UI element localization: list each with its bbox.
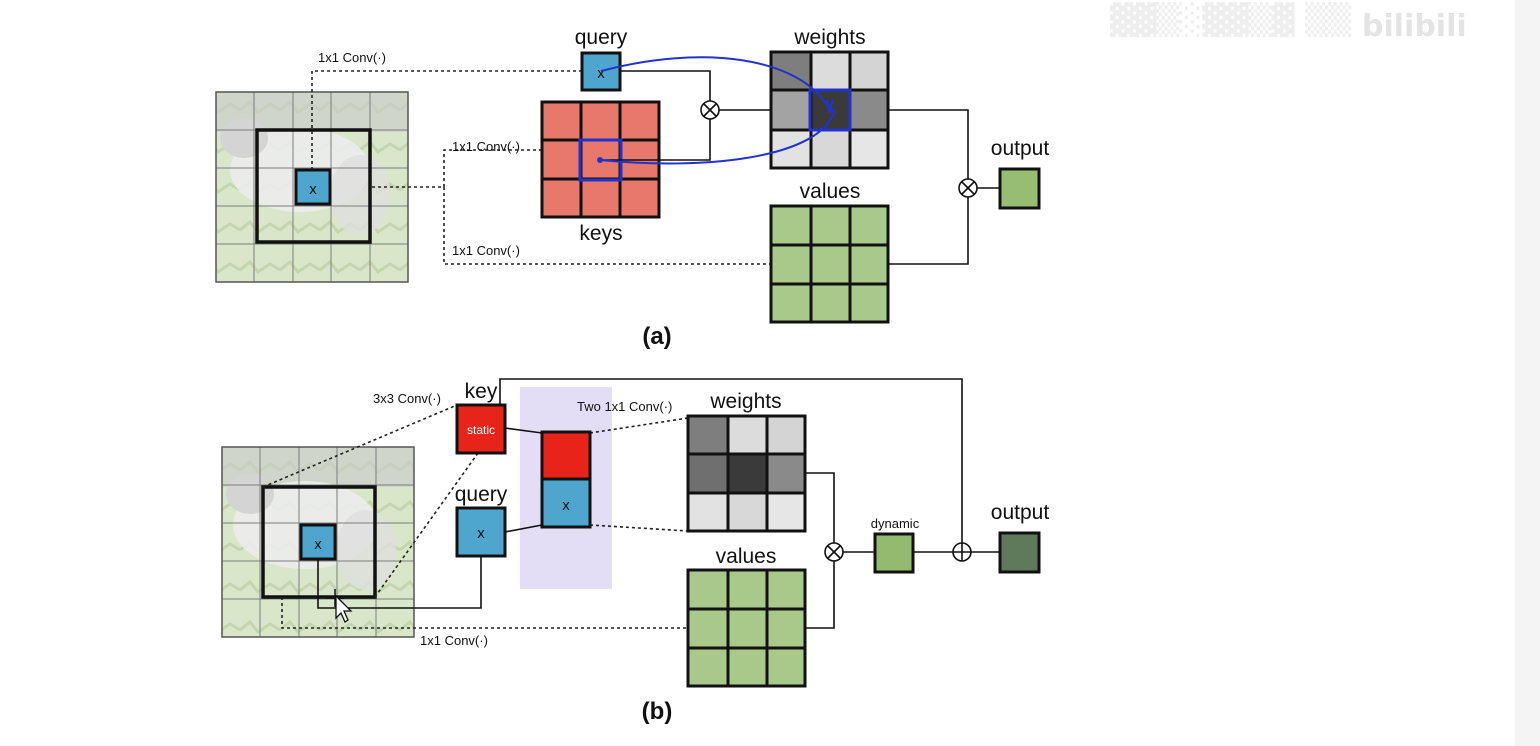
dashed-connectors-a: [311, 70, 771, 265]
key-label-b: key: [465, 380, 498, 403]
stack-links: [317, 378, 963, 609]
multiply-op-a: [600, 70, 771, 161]
attention-arcs: [599, 56, 836, 165]
diagram-a: x 1x1 Conv(·) 1x1 Conv(·) 1x1 Conv(·) qu…: [215, 26, 1050, 350]
center-pixel-a-symbol: x: [309, 181, 317, 198]
dashed-connectors-b: [262, 404, 689, 629]
output-box-b: [998, 531, 1041, 574]
conv-values-label-b: 1x1 Conv(·): [420, 633, 488, 648]
dynamic-label: dynamic: [871, 516, 920, 531]
values-grid-b: [686, 568, 807, 688]
weights-label-a: weights: [793, 26, 865, 49]
values-grid-a: [769, 204, 890, 324]
query-box-a-symbol: x: [597, 65, 605, 82]
scrollbar-track[interactable]: [1515, 0, 1540, 746]
multiply-op-a-output: [958, 178, 978, 198]
watermark-noise: ▓▓▒░▓▓▒▓ ▒▒: [1110, 1, 1351, 38]
conv-query-label-a: 1x1 Conv(·): [318, 50, 386, 65]
output-label-b: output: [991, 501, 1050, 524]
multiply-op-b: [824, 542, 844, 562]
static-key-box: [455, 403, 507, 455]
diagram-b: x 3x3 Conv(·) Two 1x1 Conv(·) 1x1 Conv(·…: [221, 378, 1050, 725]
add-op-b: [952, 542, 972, 562]
stack-query-box: [540, 477, 592, 529]
query-label-b: query: [455, 483, 508, 506]
static-label: static: [467, 423, 495, 437]
query-box-a: [580, 51, 622, 92]
mouse-cursor-icon: [326, 589, 353, 623]
weights-label-b: weights: [709, 390, 781, 413]
dynamic-box: [873, 532, 915, 574]
values-label-a: values: [800, 180, 861, 203]
stack-query-symbol: x: [562, 497, 570, 514]
conv-two-label-b: Two 1x1 Conv(·): [577, 399, 672, 414]
output-path-a: [888, 109, 1000, 265]
output-label-a: output: [991, 137, 1050, 160]
center-pixel-a: [294, 168, 332, 206]
output-path-b: [805, 472, 1000, 629]
query-box-b-symbol: x: [477, 525, 485, 542]
center-pixel-b-symbol: x: [314, 536, 322, 553]
caption-a: (a): [642, 323, 671, 350]
weights-grid-a: [769, 50, 890, 170]
conv-key-label-b: 3x3 Conv(·): [373, 391, 441, 406]
output-box-a: [998, 167, 1041, 210]
bilibili-watermark: bilibili: [1362, 9, 1467, 44]
caption-b: (b): [642, 698, 673, 725]
weights-grid-b: [686, 414, 807, 533]
conv-keys-label-a: 1x1 Conv(·): [452, 139, 520, 154]
stack-static-box: [540, 430, 592, 481]
keys-label: keys: [579, 222, 622, 245]
values-label-b: values: [716, 545, 777, 568]
query-label-a: query: [575, 26, 628, 49]
conv-values-label-a: 1x1 Conv(·): [452, 243, 520, 258]
